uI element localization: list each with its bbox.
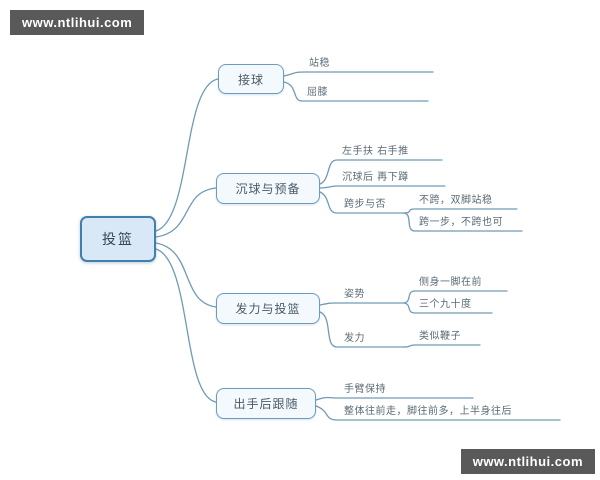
leaf-exert-force[interactable]: 发力	[344, 333, 365, 344]
leaf-three-ninety-degrees[interactable]: 三个九十度	[419, 299, 472, 310]
leaf-sink-then-squat[interactable]: 沉球后 再下蹲	[342, 172, 409, 183]
watermark-top-left: www.ntlihui.com	[10, 10, 145, 35]
leaf-body-forward[interactable]: 整体往前走，脚往前多，上半身往后	[344, 406, 512, 417]
leaf-bend-knees[interactable]: 屈膝	[307, 87, 328, 98]
leaf-keep-arm[interactable]: 手臂保持	[344, 384, 386, 395]
leaf-no-step-stand-firm[interactable]: 不跨，双脚站稳	[419, 195, 493, 206]
leaf-side-body-foot-front[interactable]: 侧身一脚在前	[419, 277, 482, 288]
branch-sink-and-prepare[interactable]: 沉球与预备	[216, 173, 320, 204]
branch-follow-through[interactable]: 出手后跟随	[216, 388, 316, 419]
root-topic[interactable]: 投篮	[80, 216, 156, 262]
leaf-posture[interactable]: 姿势	[344, 289, 365, 300]
branch-catch-ball[interactable]: 接球	[218, 64, 284, 94]
leaf-one-step-ok[interactable]: 跨一步，不跨也可	[419, 217, 503, 228]
leaf-hand-position[interactable]: 左手扶 右手推	[342, 146, 409, 157]
leaf-stand-firm[interactable]: 站稳	[309, 58, 330, 69]
leaf-step-or-not[interactable]: 跨步与否	[344, 199, 386, 210]
branch-power-and-shoot[interactable]: 发力与投篮	[216, 293, 320, 324]
leaf-like-a-whip[interactable]: 类似鞭子	[419, 331, 461, 342]
watermark-bottom-right: www.ntlihui.com	[460, 449, 595, 474]
